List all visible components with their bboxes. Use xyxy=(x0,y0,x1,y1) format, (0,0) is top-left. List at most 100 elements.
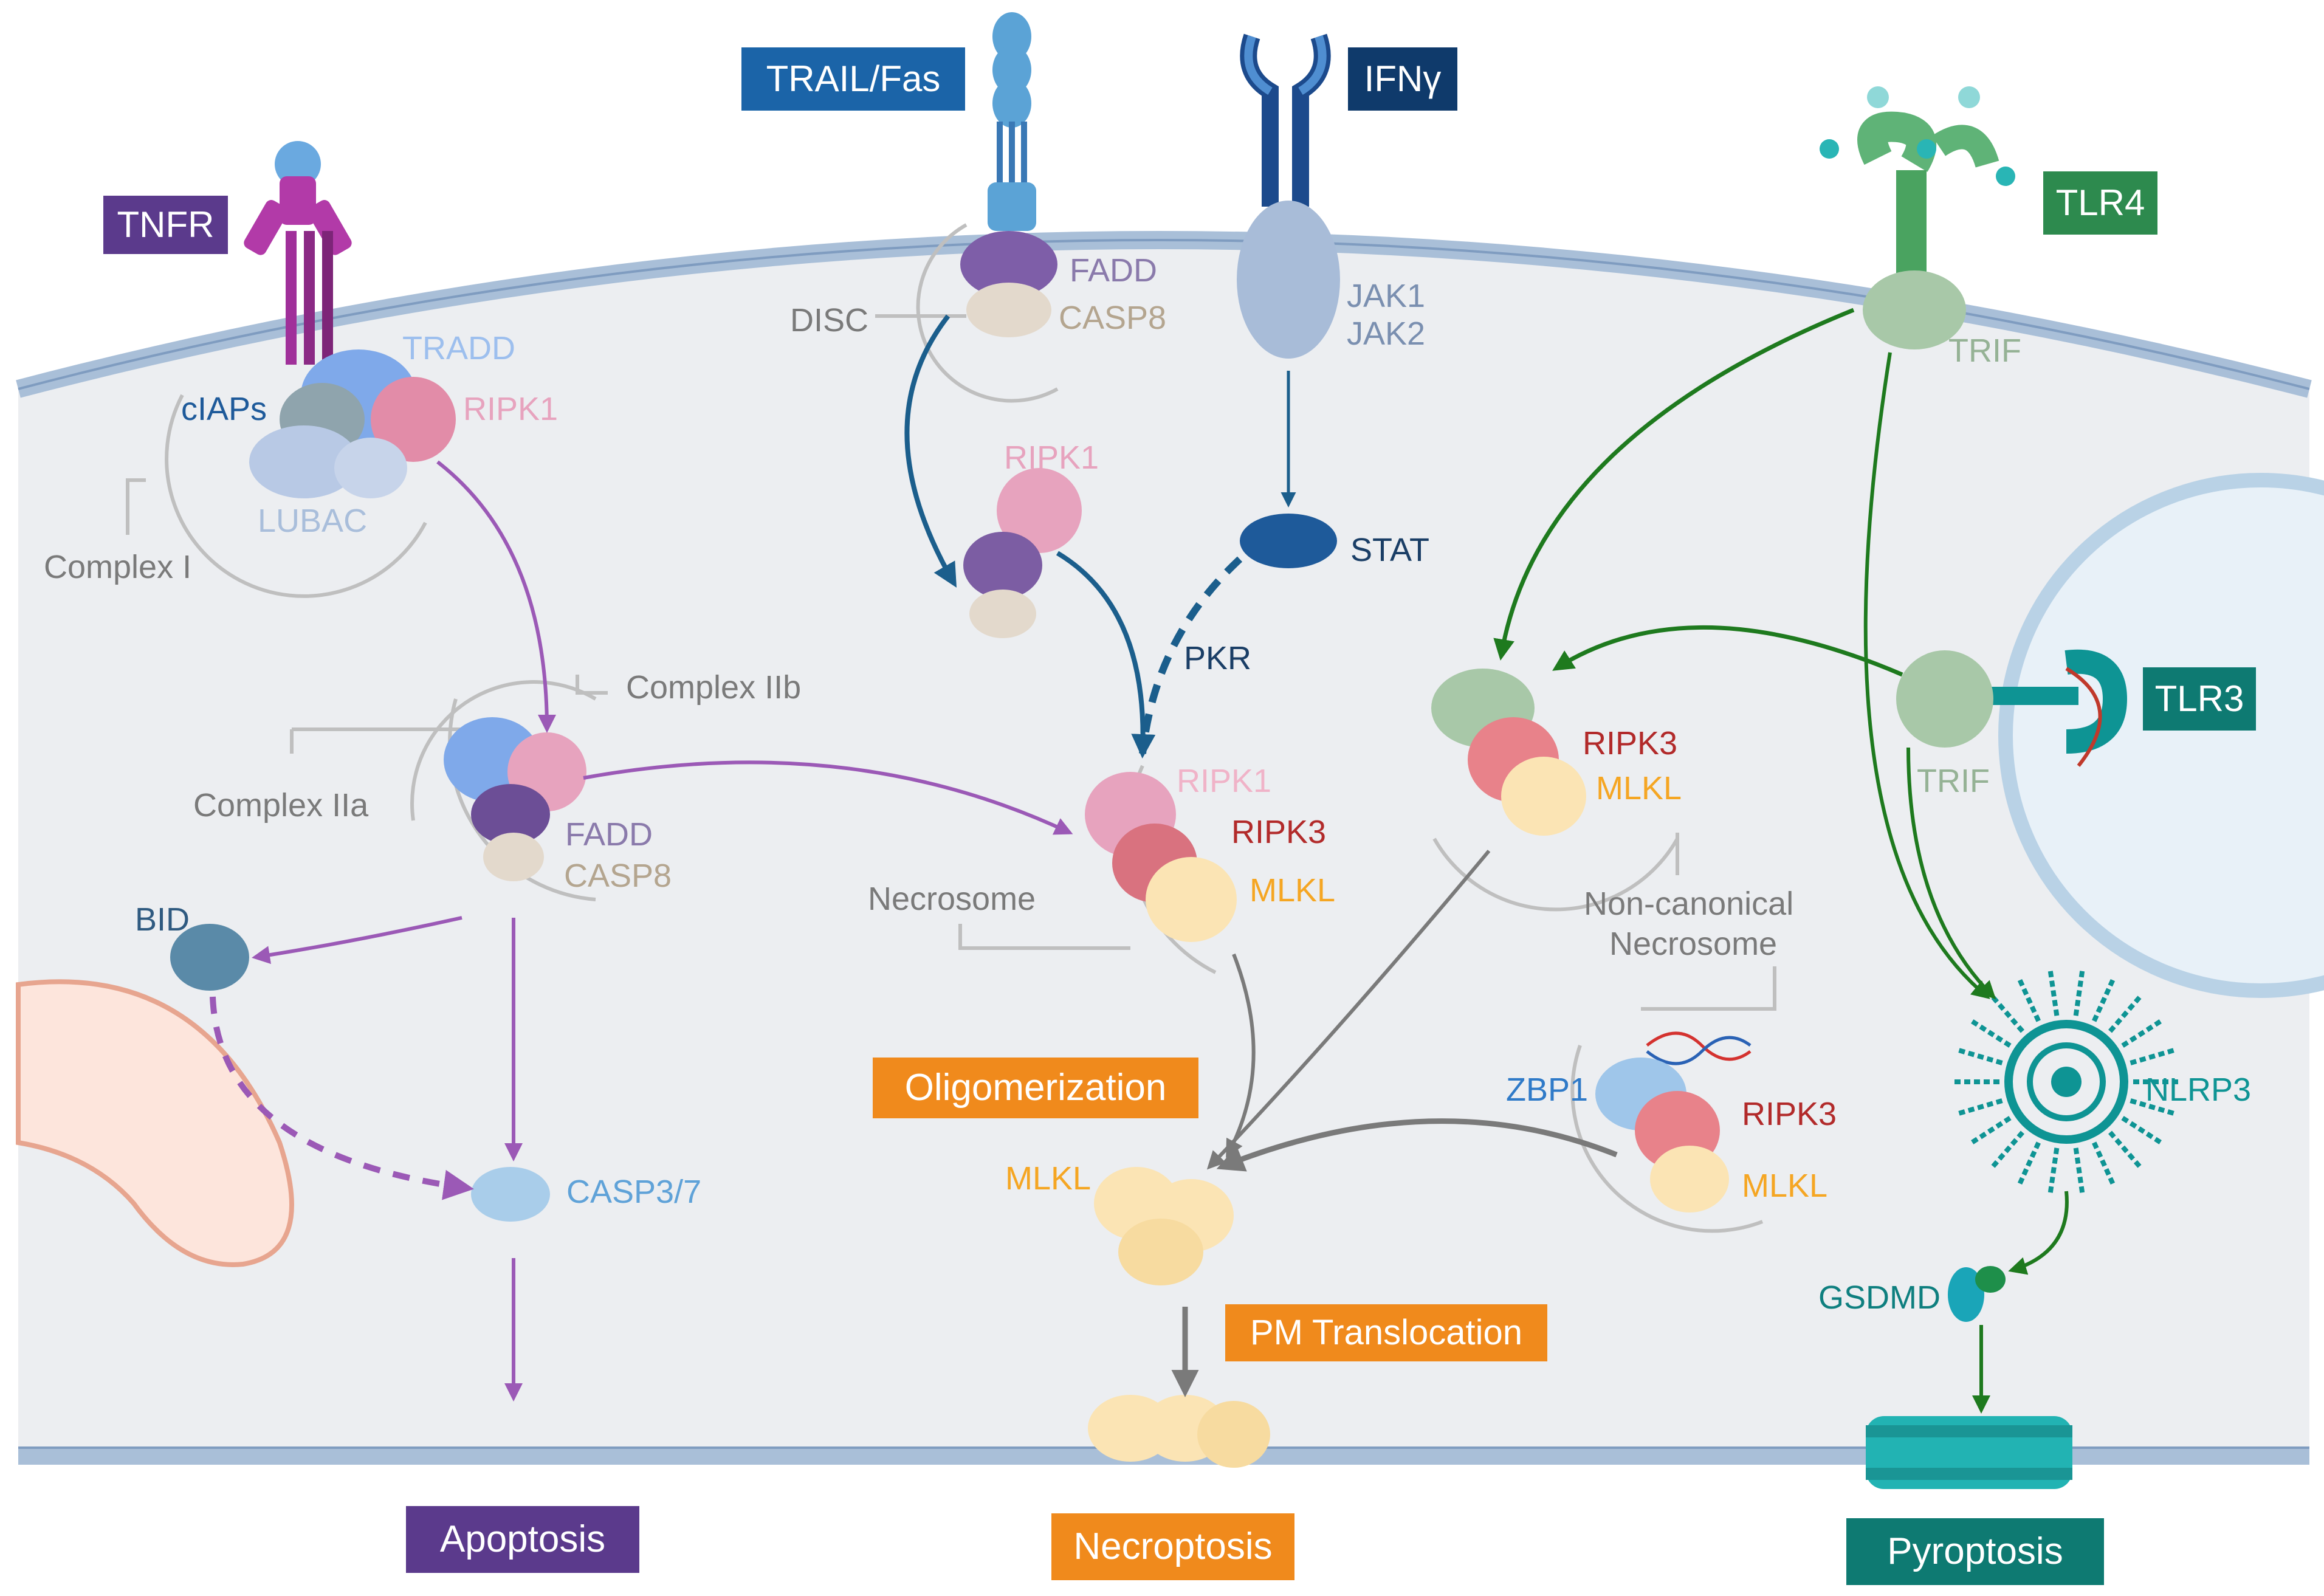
nlrp3-spoke xyxy=(2073,967,2085,1016)
stat-protein xyxy=(1240,514,1337,568)
noncanonical-proteins xyxy=(1595,1031,1752,1212)
pm-translocation-label: PM Translocation xyxy=(1225,1304,1547,1361)
arrow-necrosome-to-mlkl xyxy=(1226,953,1256,1158)
necrosome-ripk3-label: RIPK3 xyxy=(1231,814,1327,850)
arrow-noncanonical-to-mlkl xyxy=(1216,1118,1618,1172)
bid-label: BID xyxy=(135,901,190,938)
necrosome-label: Necrosome xyxy=(868,881,1036,917)
disc-casp8-label: CASP8 xyxy=(1059,300,1167,336)
tlr4-trif xyxy=(1863,270,1966,349)
nlrp3-spoke xyxy=(1967,1116,2012,1147)
jak1-label: JAK1 xyxy=(1347,278,1426,314)
tlr-necrosome-arc xyxy=(1432,838,1679,912)
mlkl-membrane-pore xyxy=(1088,1395,1270,1468)
disc-fadd-label: FADD xyxy=(1070,252,1158,289)
nlrp3-label: NLRP3 xyxy=(2145,1071,2252,1108)
disc-casp8 xyxy=(966,283,1051,337)
tlr4-trif-label: TRIF xyxy=(1948,332,2021,369)
necrosome-mlkl-label: MLKL xyxy=(1250,872,1336,909)
nlrp3-inflammasome xyxy=(2004,1020,2128,1144)
noncanonical-label-line2: Necrosome xyxy=(1609,926,1778,962)
noncanonical-ripk3-label: RIPK3 xyxy=(1742,1096,1837,1132)
noncanonical-arc xyxy=(1570,1045,1764,1233)
lubac-label: LUBAC xyxy=(258,503,368,539)
tlr3-receptor xyxy=(1987,649,2128,767)
gsdmd-pore xyxy=(1866,1416,2072,1489)
arrow-tlr3trif-to-nlrp3 xyxy=(1906,747,1996,1000)
casp37-protein xyxy=(471,1167,550,1222)
nlrp3-spoke xyxy=(2130,1047,2178,1065)
free-ripk1-complex xyxy=(963,468,1082,638)
nlrp3-spoke xyxy=(2047,967,2060,1016)
arrow-complexi-to-complexii xyxy=(436,460,556,733)
tlr4-receptor xyxy=(1820,86,2015,273)
noncanonical-label-line1: Non-canonical xyxy=(1584,886,1794,922)
tradd-label: TRADD xyxy=(402,330,515,366)
pkr-label: PKR xyxy=(1184,640,1252,676)
nlrp3-spoke xyxy=(2092,1141,2117,1188)
tlr-complex-mlkl-label: MLKL xyxy=(1596,770,1682,807)
necrosome-proteins xyxy=(1085,772,1237,942)
bid-protein xyxy=(170,924,249,991)
necrosome-ripk1-label: RIPK1 xyxy=(1177,763,1272,799)
apoptosis-outcome: Apoptosis xyxy=(406,1506,639,1573)
arrow-ripk1-to-necrosome xyxy=(1056,551,1156,758)
trail-fas-receptor xyxy=(988,12,1036,231)
nlrp3-spoke xyxy=(2073,1147,2085,1197)
arrow-tlr3trif-to-ripk3 xyxy=(1552,625,1903,677)
complex-ii-proteins xyxy=(444,717,586,881)
gsdmd-label: GSDMD xyxy=(1818,1279,1941,1316)
tnfr-receptor xyxy=(244,141,352,365)
tlr3-label: TLR3 xyxy=(2143,667,2256,731)
arrow-tlr4trif-to-ripk3 xyxy=(1493,308,1855,661)
nlrp3-spoke xyxy=(2016,1141,2041,1188)
nlrp3-spoke xyxy=(1954,1047,2003,1065)
pyroptosis-outcome: Pyroptosis xyxy=(1846,1518,2104,1585)
tlr3-trif-label: TRIF xyxy=(1917,763,1990,799)
ifng-label: IFNγ xyxy=(1348,47,1457,111)
nlrp3-spoke xyxy=(2121,1116,2165,1147)
complex-iib-label: Complex IIb xyxy=(626,669,802,706)
nlrp3-spoke xyxy=(2108,1130,2144,1171)
jak2-label: JAK2 xyxy=(1347,315,1426,352)
ciaps-label: cIAPs xyxy=(181,391,267,427)
noncanonical-mlkl-label: MLKL xyxy=(1742,1168,1828,1204)
nlrp3-spoke xyxy=(2016,975,2041,1022)
arrow-nlrp3-to-gsdmd xyxy=(2008,1191,2069,1275)
nlrp3-spoke xyxy=(2121,1017,2165,1048)
mlkl-oligomer-label: MLKL xyxy=(1005,1160,1092,1197)
complex-ii-casp8-label: CASP8 xyxy=(564,858,672,894)
casp37-label: CASP3/7 xyxy=(566,1174,702,1210)
endosome xyxy=(1998,473,2324,998)
necroptosis-outcome: Necroptosis xyxy=(1051,1513,1294,1580)
nlrp3-spoke xyxy=(2047,1147,2060,1197)
nlrp3-spoke xyxy=(1967,1017,2012,1048)
stat-label: STAT xyxy=(1350,532,1429,568)
disc-fadd xyxy=(960,231,1057,298)
nlrp3-spoke xyxy=(1954,1098,2003,1117)
arrow-complexii-to-necrosome xyxy=(583,760,1073,835)
trail-fas-label: TRAIL/Fas xyxy=(741,47,965,111)
arrow-tlrcomplex-to-mlkl xyxy=(1206,850,1491,1170)
arrow-stat-to-necrosome xyxy=(1139,556,1243,754)
disc-label: DISC xyxy=(790,302,869,339)
complex-ii-fadd-label: FADD xyxy=(565,816,653,853)
zbp1-label: ZBP1 xyxy=(1506,1071,1589,1108)
tlr4-label: TLR4 xyxy=(2043,171,2157,235)
complex-i-proteins xyxy=(249,349,456,498)
tlr-complex-ripk3-label: RIPK3 xyxy=(1583,725,1678,762)
nlrp3-spoke xyxy=(2108,992,2144,1033)
mitochondrion xyxy=(16,979,294,1267)
tlr3-trif xyxy=(1896,650,1993,748)
nlrp3-spoke xyxy=(1989,1130,2024,1171)
gsdmd-protein xyxy=(1948,1266,2006,1322)
arrow-complexii-to-bid xyxy=(252,916,462,965)
mlkl-oligomer xyxy=(1094,1167,1234,1285)
free-ripk1-label: RIPK1 xyxy=(1004,439,1099,476)
arrow-tlr4trif-to-nlrp3 xyxy=(1863,352,1990,999)
ifng-receptor xyxy=(1240,33,1331,207)
nlrp3-spoke xyxy=(1989,992,2024,1033)
complex-i-arc xyxy=(165,394,427,598)
complex-i-label: Complex I xyxy=(44,549,192,585)
